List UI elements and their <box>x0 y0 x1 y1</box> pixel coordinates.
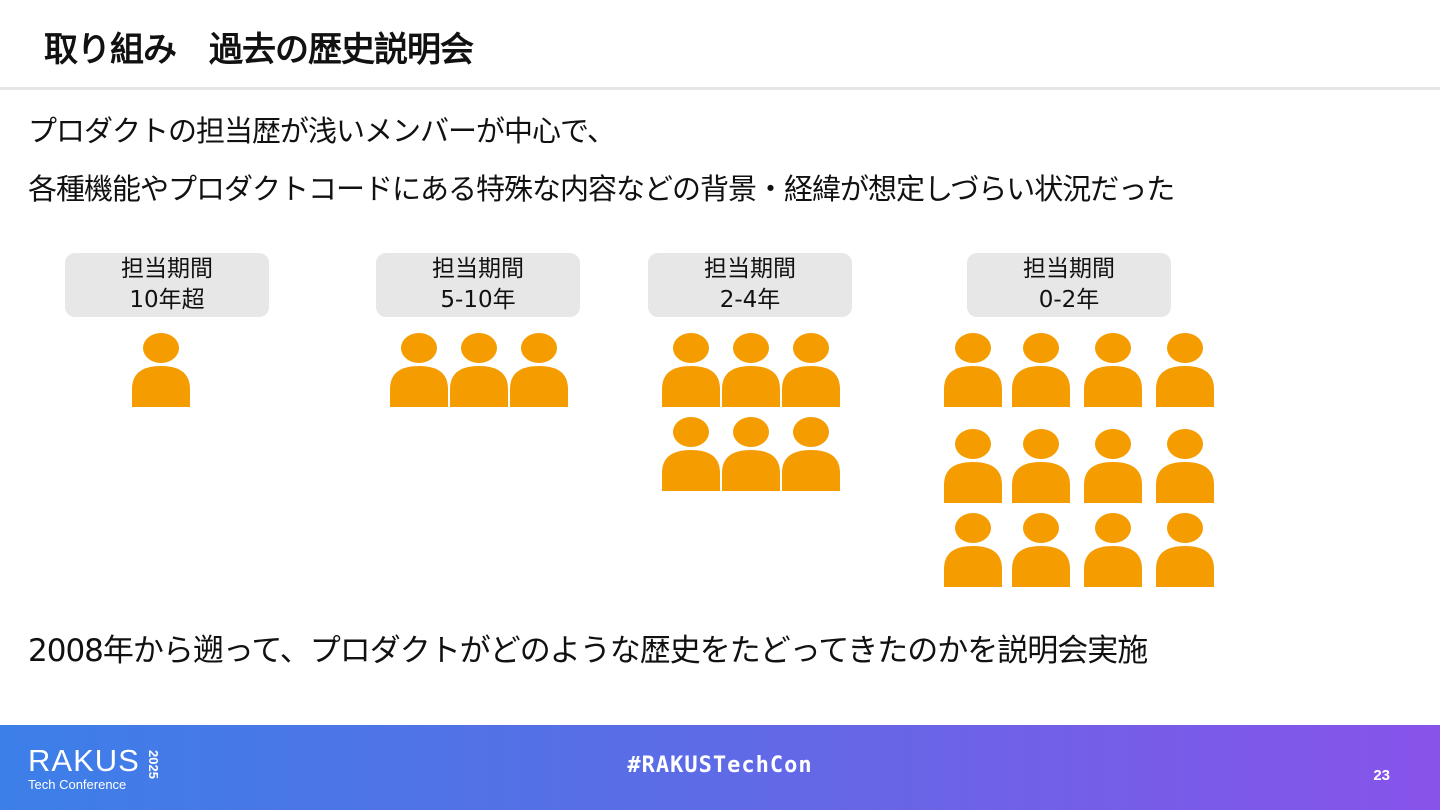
logo-wordmark: RAKUS <box>28 743 140 778</box>
person-icon <box>132 333 190 407</box>
person-icon <box>390 333 448 407</box>
intro-line-1: プロダクトの担当歴が浅いメンバーが中心で、 <box>28 114 616 148</box>
period-label-range: 5-10年 <box>440 287 516 313</box>
footer-bar: RAKUS Tech Conference 2025 #RAKUSTechCon… <box>0 725 1440 810</box>
period-label-5-10: 担当期間 5-10年 <box>376 253 580 317</box>
person-icon <box>1156 513 1214 587</box>
title-divider <box>0 87 1440 90</box>
period-label-heading: 担当期間 <box>704 256 796 282</box>
person-icon <box>944 333 1002 407</box>
period-label-heading: 担当期間 <box>432 256 524 282</box>
person-icon <box>782 333 840 407</box>
period-label-heading: 担当期間 <box>121 256 213 282</box>
person-icon <box>1156 429 1214 503</box>
intro-line-2: 各種機能やプロダクトコードにある特殊な内容などの背景・経緯が想定しづらい状況だっ… <box>28 172 1175 206</box>
period-label-2-4: 担当期間 2-4年 <box>648 253 852 317</box>
person-icon <box>510 333 568 407</box>
person-icon <box>1156 333 1214 407</box>
person-icon <box>662 333 720 407</box>
person-icon <box>662 417 720 491</box>
slide-title: 取り組み 過去の歴史説明会 <box>44 30 474 70</box>
period-label-range: 2-4年 <box>719 287 781 313</box>
person-icon <box>1012 333 1070 407</box>
rakus-tech-conference-logo: RAKUS Tech Conference 2025 <box>28 743 161 793</box>
period-label-range: 10年超 <box>129 287 205 313</box>
person-icon <box>944 429 1002 503</box>
person-icon <box>450 333 508 407</box>
logo-subtitle: Tech Conference <box>28 777 127 792</box>
person-icon <box>1084 513 1142 587</box>
period-label-range: 0-2年 <box>1038 287 1100 313</box>
page-number: 23 <box>1373 767 1390 784</box>
person-icon <box>722 333 780 407</box>
person-icon <box>1084 333 1142 407</box>
period-label-0-2: 担当期間 0-2年 <box>967 253 1171 317</box>
person-icon <box>1012 513 1070 587</box>
hashtag: #RAKUSTechCon <box>627 753 813 778</box>
person-icon <box>722 417 780 491</box>
person-icon <box>1012 429 1070 503</box>
summary-line: 2008年から遡って、プロダクトがどのような歴史をたどってきたのかを説明会実施 <box>28 633 1148 669</box>
person-icon <box>782 417 840 491</box>
person-icon <box>1084 429 1142 503</box>
period-label-heading: 担当期間 <box>1023 256 1115 282</box>
period-label-10plus: 担当期間 10年超 <box>65 253 269 317</box>
person-icon <box>944 513 1002 587</box>
